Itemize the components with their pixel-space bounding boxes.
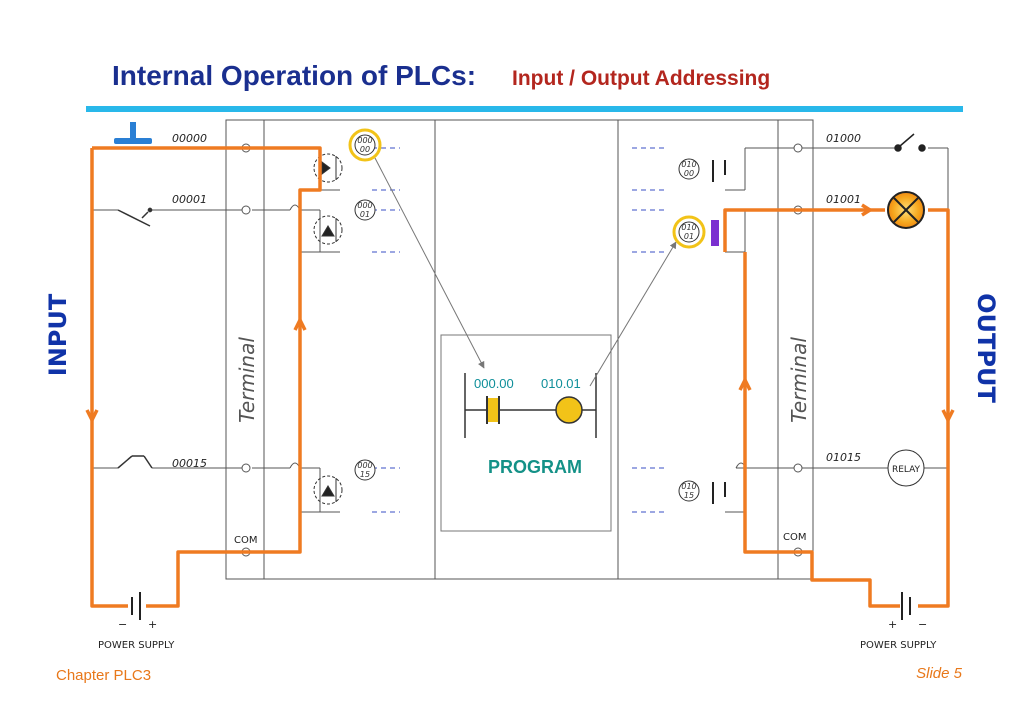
- input-terminal-label: Terminal: [235, 337, 259, 423]
- right-power-supply-icon: [901, 592, 911, 620]
- input-address-000-15: 000 15: [354, 459, 376, 481]
- relay-label: RELAY: [892, 465, 921, 475]
- output-address-top: 010: [681, 223, 696, 232]
- footer-slide-number: Slide 5: [916, 665, 963, 682]
- output-address-010-00: 010 00: [678, 158, 700, 180]
- title-main: Internal Operation of PLCs:: [112, 60, 476, 91]
- input-address-bottom: 01: [360, 210, 370, 219]
- output-address-010-15: 010 15: [678, 480, 700, 502]
- program-label: PROGRAM: [488, 457, 582, 477]
- right-psu-label: POWER SUPPLY: [860, 640, 937, 651]
- input-com-label: COM: [234, 535, 257, 546]
- output-address-bottom: 15: [684, 491, 694, 500]
- lamp-icon: [887, 191, 925, 229]
- proximity-switch-icon: [117, 455, 153, 469]
- input-address-top: 000: [357, 201, 372, 210]
- right-psu-minus: −: [918, 618, 927, 631]
- input-terminal-00015: 00015: [172, 457, 207, 470]
- output-address-bottom: 00: [684, 169, 694, 178]
- output-address-010-01: 010 01: [672, 215, 706, 249]
- input-dashed-leads: [372, 147, 400, 513]
- output-dashed-leads: [632, 147, 668, 513]
- input-address-top: 000: [357, 461, 372, 470]
- left-power-supply-icon: [131, 592, 141, 620]
- output-switch-icon: [894, 133, 926, 152]
- output-address-top: 010: [681, 160, 696, 169]
- slide-title: Internal Operation of PLCs: Input / Outp…: [112, 60, 770, 91]
- input-side-label: INPUT: [44, 293, 72, 376]
- title-sub: Input / Output Addressing: [512, 67, 770, 90]
- output-com-label: COM: [783, 532, 806, 543]
- left-psu-plus: +: [148, 618, 157, 631]
- input-terminal-00001: 00001: [172, 193, 207, 206]
- output-terminal-01001: 01001: [826, 193, 861, 206]
- energized-contact-icon: [711, 220, 719, 246]
- program-contact-address: 000.00: [474, 376, 514, 391]
- right-psu-plus: +: [888, 618, 897, 631]
- current-path-output: [723, 203, 955, 608]
- left-psu-label: POWER SUPPLY: [98, 640, 175, 651]
- input-wiring: [91, 147, 340, 606]
- pushbutton-icon: [114, 122, 152, 144]
- output-address-bottom: 01: [684, 232, 694, 241]
- footer-chapter: Chapter PLC3: [56, 667, 151, 684]
- output-relay-contacts: [712, 160, 726, 504]
- input-optocouplers: [313, 153, 343, 505]
- input-address-000-00: 000 00: [348, 128, 382, 162]
- input-address-000-01: 000 01: [354, 199, 376, 221]
- input-address-bottom: 15: [360, 470, 370, 479]
- program-to-output-arrow: [589, 241, 677, 387]
- output-terminal-label: Terminal: [787, 337, 811, 423]
- current-path-input: [85, 146, 322, 608]
- title-underline-bar: [86, 106, 963, 112]
- limit-switch-icon: [117, 207, 153, 227]
- program-coil-icon: [555, 396, 583, 424]
- program-coil-address: 010.01: [541, 376, 581, 391]
- input-to-program-arrow: [374, 157, 485, 369]
- output-side-label: OUTPUT: [972, 293, 1000, 403]
- input-address-bottom: 00: [360, 145, 370, 154]
- input-terminal-00000: 00000: [172, 132, 207, 145]
- left-psu-minus: −: [118, 618, 127, 631]
- program-panel: 000.00 010.01 PROGRAM: [440, 334, 612, 532]
- output-address-top: 010: [681, 482, 696, 491]
- relay-coil-icon: RELAY: [887, 449, 925, 487]
- plc-body: [225, 119, 814, 580]
- output-terminal-01000: 01000: [826, 132, 861, 145]
- program-contact-icon: [486, 396, 500, 424]
- output-terminal-01015: 01015: [826, 451, 861, 464]
- input-address-top: 000: [357, 136, 372, 145]
